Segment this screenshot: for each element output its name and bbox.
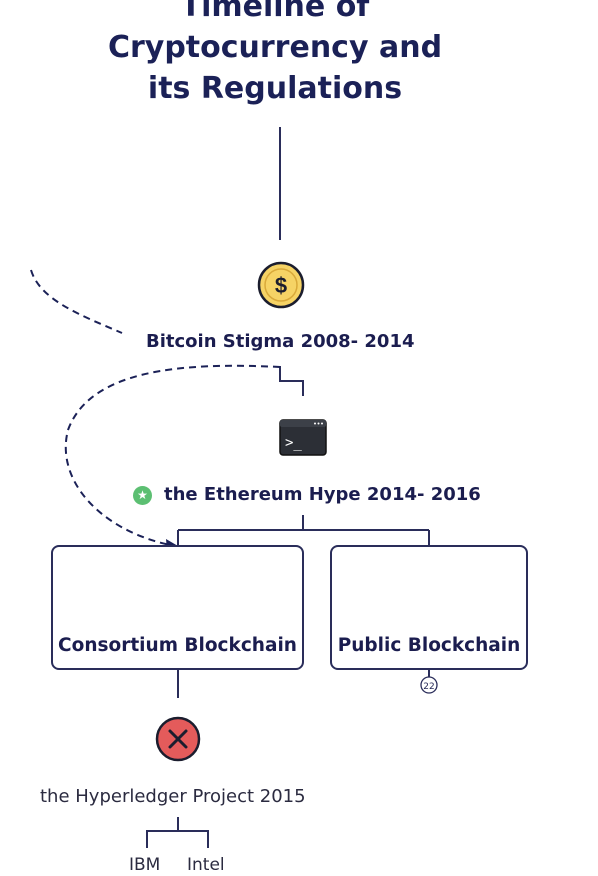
intel-label: Intel bbox=[187, 855, 225, 875]
page-title: Timeline of Cryptocurrency and its Regul… bbox=[0, 0, 550, 109]
bitcoin-to-consortium-dashed-link bbox=[64, 364, 281, 546]
ethereum-hype-label: the Ethereum Hype 2014- 2016 bbox=[164, 484, 481, 505]
bitcoin-to-ethereum-elbow bbox=[279, 366, 304, 396]
public-blockchain-card[interactable]: Public Blockchain bbox=[330, 545, 528, 670]
hyperledger-bracket bbox=[146, 830, 209, 848]
consortium-blockchain-label: Consortium Blockchain bbox=[58, 635, 297, 656]
bitcoin-stigma-label: Bitcoin Stigma 2008- 2014 bbox=[146, 331, 415, 352]
consortium-blockchain-card[interactable]: Consortium Blockchain bbox=[51, 545, 304, 670]
star-badge-icon: ★ bbox=[133, 486, 152, 505]
close-x-icon bbox=[155, 716, 201, 762]
title-line-2: Cryptocurrency and bbox=[107, 30, 443, 65]
count-badge-text: 22 bbox=[423, 682, 434, 692]
svg-text:>_: >_ bbox=[285, 435, 302, 451]
incoming-dashed-link bbox=[30, 269, 123, 334]
connector-lines bbox=[146, 127, 430, 848]
count-badge-circle bbox=[420, 676, 438, 694]
dollar-coin-icon: $ bbox=[257, 261, 305, 309]
svg-text:$: $ bbox=[275, 273, 287, 298]
public-blockchain-label: Public Blockchain bbox=[337, 635, 521, 656]
dashed-links bbox=[30, 269, 281, 546]
title-line-1: Timeline of bbox=[180, 0, 370, 24]
hyperledger-project-label: the Hyperledger Project 2015 bbox=[40, 786, 306, 807]
title-line-3: its Regulations bbox=[147, 71, 403, 106]
ibm-label: IBM bbox=[129, 855, 161, 875]
terminal-icon: >_ bbox=[279, 419, 327, 456]
